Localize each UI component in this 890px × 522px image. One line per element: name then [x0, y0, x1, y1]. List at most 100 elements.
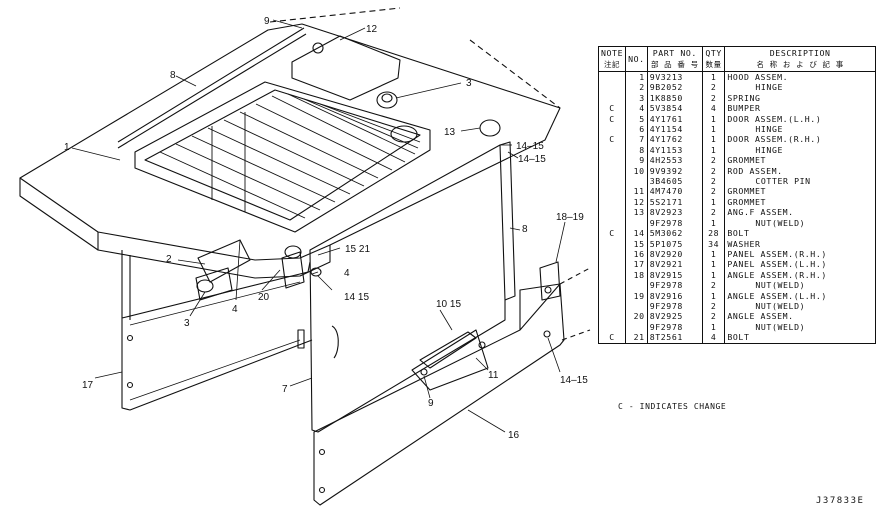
- callout-10-15: 10 15: [436, 299, 461, 310]
- row-note: C: [597, 134, 627, 145]
- row-note: [597, 311, 627, 322]
- row-number: 5: [625, 113, 648, 125]
- callout-8-top: 8: [170, 70, 176, 81]
- row-note: [597, 82, 627, 93]
- callout-9-top: 9: [264, 16, 270, 27]
- callout-1: 1: [64, 142, 70, 153]
- row-description: NUT(WELD): [724, 300, 876, 312]
- row-description: NUT(WELD): [724, 321, 876, 333]
- row-note: [597, 280, 627, 291]
- row-qty: 1: [701, 259, 726, 270]
- door-handle: [419, 331, 477, 369]
- row-part-no: 1K8850: [646, 92, 703, 104]
- row-part-no: 9F2978: [646, 217, 703, 229]
- row-note: [597, 71, 627, 83]
- row-number: [625, 321, 648, 333]
- row-part-no: 8V2916: [646, 290, 703, 301]
- row-part-no: 9F2978: [646, 300, 703, 312]
- callout-4-a: 4: [344, 268, 350, 279]
- row-description: ANG.F ASSEM.: [724, 207, 876, 218]
- row-description: COTTER PIN: [724, 176, 876, 187]
- row-number: [625, 280, 648, 291]
- callout-16: 16: [508, 430, 520, 441]
- hood-top: [19, 23, 561, 261]
- row-note: [597, 92, 627, 104]
- callout-14-15-b: 14–15: [518, 154, 546, 165]
- row-description: PANEL ASSEM.(L.H.): [724, 259, 876, 270]
- row-note: [597, 238, 627, 249]
- row-note: [597, 269, 627, 281]
- row-part-no: 5V3854: [646, 103, 703, 114]
- row-qty: 2: [701, 176, 726, 187]
- row-qty: 2: [701, 311, 726, 322]
- row-number: 21: [625, 332, 648, 344]
- row-qty: 34: [701, 238, 726, 249]
- row-qty: 1: [701, 144, 726, 156]
- row-note: [597, 144, 627, 156]
- row-description: HINGE: [724, 82, 876, 93]
- row-description: DOOR ASSEM.(R.H.): [724, 134, 876, 145]
- row-description: BOLT: [724, 332, 876, 344]
- row-number: 6: [625, 124, 648, 135]
- row-description: DOOR ASSEM.(L.H.): [724, 113, 876, 125]
- row-note: [597, 217, 627, 229]
- row-description: NUT(WELD): [724, 217, 876, 229]
- row-number: 10: [625, 165, 648, 177]
- row-qty: 2: [701, 186, 726, 197]
- row-number: 15: [625, 238, 648, 249]
- callout-18-19: 18–19: [556, 212, 584, 223]
- row-part-no: 8V2923: [646, 207, 703, 218]
- row-note: [597, 321, 627, 333]
- row-part-no: 5M3062: [646, 228, 703, 239]
- row-note: [597, 176, 627, 187]
- row-description: ROD ASSEM.: [724, 165, 876, 177]
- row-part-no: 4M7470: [646, 186, 703, 197]
- row-qty: 1: [701, 124, 726, 135]
- callout-7: 7: [282, 384, 288, 395]
- row-number: 12: [625, 196, 648, 208]
- grille-slats: [159, 93, 421, 219]
- row-qty: 2: [701, 165, 726, 177]
- row-part-no: 5P1075: [646, 238, 703, 249]
- row-description: SPRING: [724, 92, 876, 104]
- callout-11: 11: [488, 370, 499, 381]
- row-note: [597, 207, 627, 218]
- row-part-no: 9F2978: [646, 321, 703, 333]
- row-number: 3: [625, 92, 648, 104]
- row-qty: 1: [701, 113, 726, 125]
- row-part-no: 8V2915: [646, 269, 703, 281]
- row-note: C: [597, 332, 627, 344]
- callout-2: 2: [166, 254, 172, 265]
- row-description: HOOD ASSEM.: [724, 71, 876, 83]
- row-note: [597, 124, 627, 135]
- row-number: 13: [625, 207, 648, 218]
- row-description: BOLT: [724, 228, 876, 239]
- row-part-no: 8V2920: [646, 248, 703, 260]
- row-qty: 28: [701, 228, 726, 239]
- callout-8-side: 8: [522, 224, 528, 235]
- row-part-no: 8T2561: [646, 332, 703, 344]
- row-part-no: 8V2925: [646, 311, 703, 322]
- callout-9-bottom: 9: [428, 398, 434, 409]
- drawing-code: J37833E: [816, 496, 865, 506]
- angle-bracket: [539, 261, 561, 301]
